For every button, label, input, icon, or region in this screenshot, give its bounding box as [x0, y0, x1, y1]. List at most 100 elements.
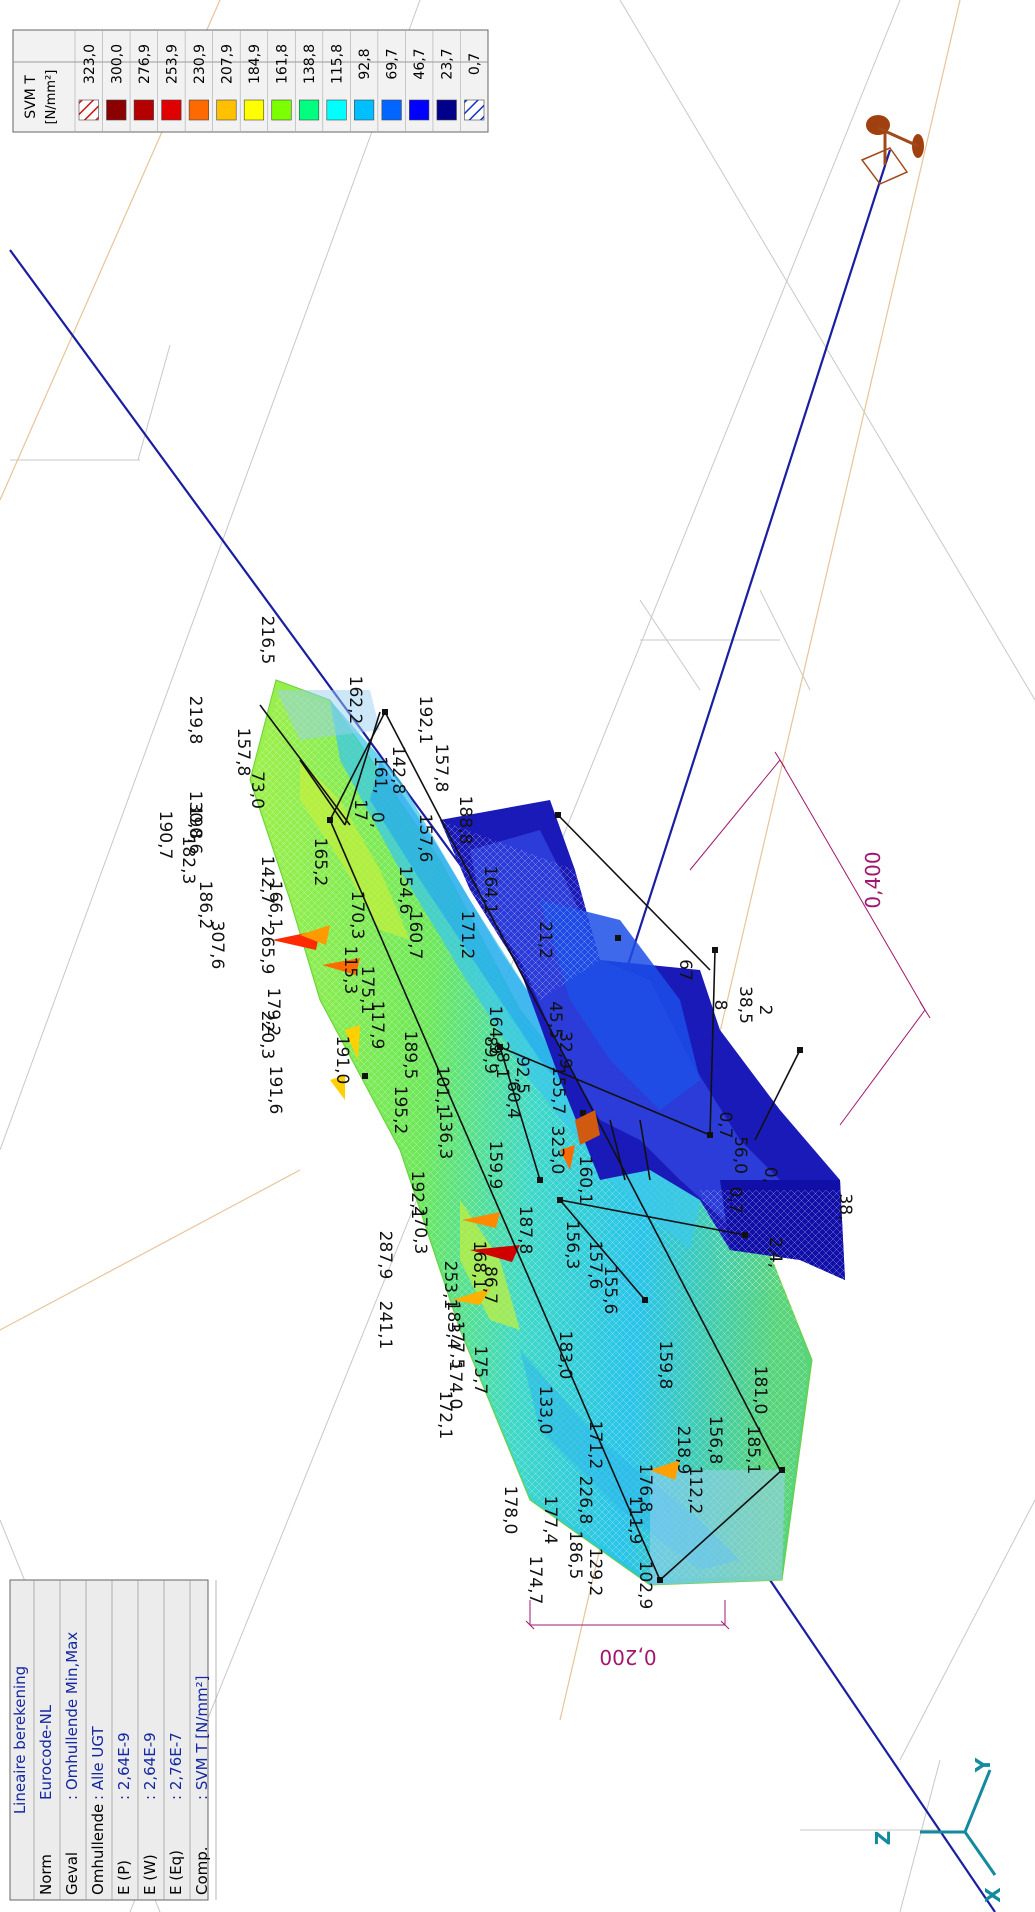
stress-value-label: 115,3 — [340, 946, 360, 995]
legend-unit: [N/mm²] — [44, 70, 59, 125]
coordinate-axes — [920, 1769, 997, 1876]
stress-value-label: 192,1 — [415, 696, 435, 745]
stress-value-label: 160,7 — [405, 911, 425, 960]
axis-label-y: Y — [971, 1757, 995, 1773]
stress-value-label: 136,3 — [435, 1111, 455, 1160]
stress-value-label: 0,7 — [715, 1111, 735, 1138]
stress-value-label: 287,9 — [375, 1231, 395, 1280]
support-icon — [860, 115, 924, 185]
stress-value-label: 8 — [710, 1000, 730, 1011]
frame-nodes — [327, 709, 803, 1583]
stress-value-label: 130,8 — [185, 791, 205, 840]
stress-value-label: 176,8 — [635, 1464, 655, 1513]
stress-value-label: 168,1 — [469, 1241, 489, 1290]
stress-value-label: 181,0 — [750, 1366, 770, 1415]
axis-label-x: X — [981, 1887, 1005, 1903]
stress-value-label: 2 — [755, 1005, 775, 1016]
axis-label-z: Z — [871, 1831, 895, 1846]
stress-value-label: 101,1 — [432, 1066, 452, 1115]
info-value: : 2,64E-9 — [141, 1732, 159, 1800]
stress-value-label: 102,9 — [635, 1561, 655, 1610]
stress-value-label: 195,2 — [390, 1086, 410, 1135]
stress-value-label: 157,6 — [415, 814, 435, 863]
legend-swatch — [243, 99, 265, 121]
stress-value-label: 186,2 — [195, 881, 215, 930]
legend-swatch — [381, 99, 402, 121]
legend-value: 323,0 — [82, 44, 98, 84]
dimension-label-400: 0,400 — [861, 851, 885, 908]
stress-value-label: 32,9 — [555, 1031, 575, 1069]
info-value: : Omhullende Min,Max — [63, 1632, 81, 1800]
stress-value-label: 133,0 — [535, 1386, 555, 1435]
stress-value-label: 174,0 — [445, 1361, 465, 1410]
info-key: Comp. — [193, 1846, 211, 1895]
stress-value-label: 171,2 — [585, 1421, 605, 1470]
stress-value-label: 60,4 — [503, 1081, 523, 1119]
legend-swatch — [78, 99, 99, 121]
stress-value-label: 38,5 — [735, 986, 755, 1024]
load-arrow-icon — [575, 1110, 600, 1145]
legend-swatch — [216, 99, 237, 121]
stress-value-label: 190,7 — [155, 811, 175, 860]
stress-value-label: 56,0 — [730, 1136, 750, 1174]
stress-contour-flange[interactable] — [440, 800, 845, 1290]
legend-value: 92,8 — [357, 48, 373, 79]
stress-value-label: 265,9 — [257, 926, 277, 975]
legend-swatch — [409, 99, 430, 121]
legend-swatch — [326, 99, 347, 121]
stress-value-label: 175,1 — [357, 966, 377, 1015]
stress-value-label: 182,3 — [178, 836, 198, 885]
legend-swatch — [106, 99, 127, 121]
stress-value-label: 183,0 — [555, 1331, 575, 1380]
legend-value: 253,9 — [164, 44, 180, 84]
stress-value-label: 220,3 — [257, 1011, 277, 1060]
stress-value-label: 0, — [760, 1167, 780, 1183]
dimension-400 — [689, 751, 931, 1126]
stress-value-label: 142,7 — [257, 856, 277, 905]
stress-value-label: 307,6 — [207, 921, 227, 970]
dimension-200 — [525, 1600, 730, 1630]
stress-value-label: 270,3 — [410, 1206, 430, 1255]
stress-value-label: 174,7 — [525, 1556, 545, 1605]
dimension-label-200: 0,200 — [599, 1645, 656, 1669]
stress-value-label: 177,5 — [447, 1321, 467, 1370]
stress-value-label: 166,1 — [265, 881, 285, 930]
stress-value-label: 190,6 — [185, 806, 205, 855]
stress-value-label: 165,2 — [310, 838, 330, 887]
legend-value: 115,8 — [330, 44, 346, 84]
stress-value-label: 164,1 — [480, 866, 500, 915]
stress-contour-plate[interactable] — [249, 679, 813, 1586]
stress-value-label: 0,7 — [725, 1186, 745, 1213]
stress-value-label: 183,4 — [443, 1301, 463, 1350]
legend-value: 207,9 — [219, 44, 235, 84]
stress-value-label: 164,9 — [485, 1006, 505, 1055]
stress-value-label: 323,0 — [547, 1126, 567, 1175]
info-value: : 2,76E-7 — [167, 1732, 185, 1800]
stress-value-label: 154,6 — [395, 866, 415, 915]
legend-swatch — [354, 99, 375, 121]
info-value: : Alle UGT — [89, 1726, 107, 1800]
info-key: Geval — [63, 1852, 81, 1895]
stress-value-label: 189,5 — [400, 1031, 420, 1080]
stress-value-label: 178,0 — [500, 1486, 520, 1535]
info-key: E (W) — [141, 1854, 159, 1895]
legend-value: 161,8 — [275, 44, 291, 84]
stress-value-label: 191,6 — [265, 1066, 285, 1115]
info-title: Lineaire berekening — [11, 1666, 29, 1814]
stress-value-label: 192,1 — [407, 1171, 427, 1220]
stress-value-label: 73,0 — [247, 771, 267, 809]
stress-value-label: 170,3 — [347, 891, 367, 940]
stress-value-label: 155,6 — [600, 1266, 620, 1315]
stress-value-label: 179,2 — [263, 988, 283, 1037]
stress-value-label: 171,2 — [457, 911, 477, 960]
steel-beam[interactable] — [9, 149, 996, 1912]
info-key: Norm — [37, 1854, 55, 1895]
legend-swatch — [188, 99, 209, 121]
stress-value-label: 175,7 — [470, 1346, 490, 1395]
legend-value: 0,7 — [467, 53, 483, 75]
stress-value-label: 162,2 — [345, 676, 365, 725]
stress-value-label: 226,8 — [575, 1476, 595, 1525]
legend-swatch — [298, 99, 320, 121]
